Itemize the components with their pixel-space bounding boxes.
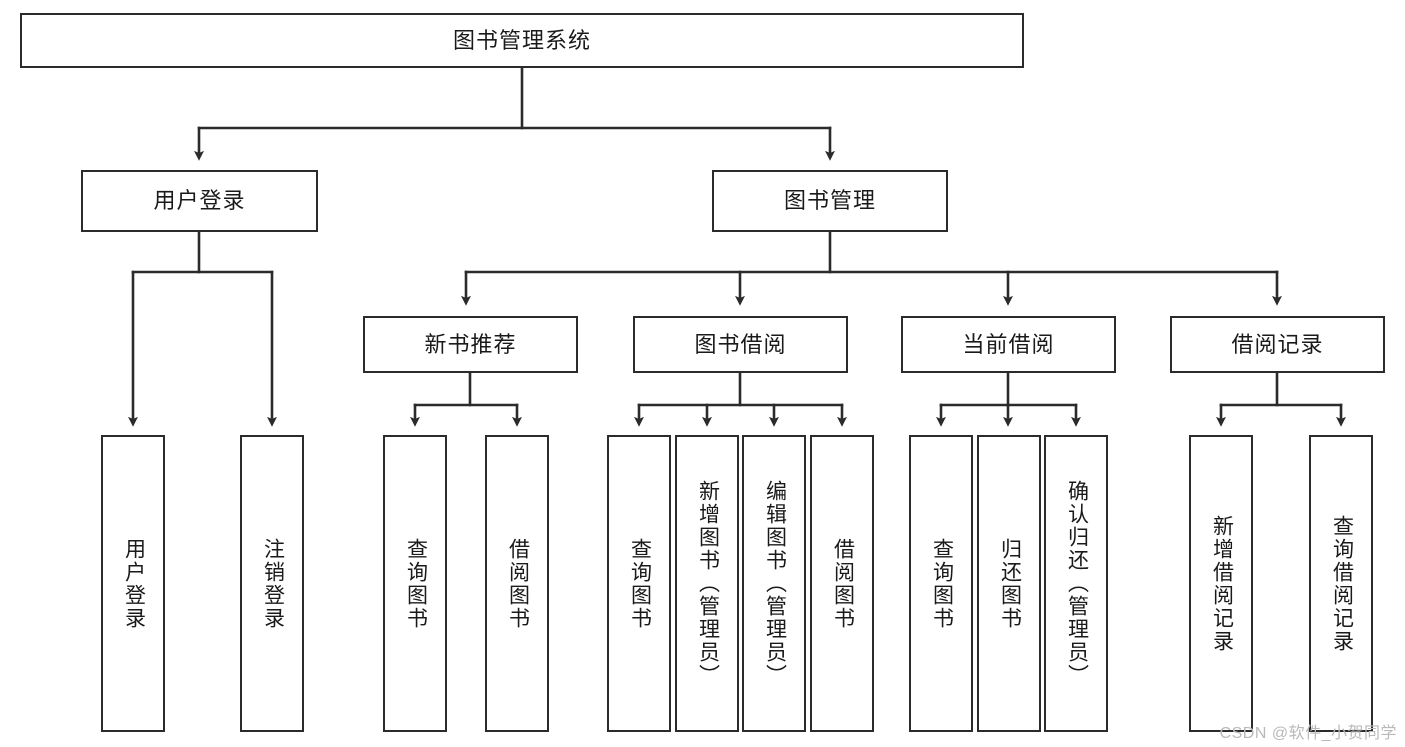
node-leaf-query-book-2[interactable]: 查询图书 (607, 435, 671, 732)
node-current-borrow[interactable]: 当前借阅 (901, 316, 1116, 373)
node-leaf-add-book-label: 新增图书（管理员） (696, 480, 720, 687)
node-leaf-query-record-label: 查询借阅记录 (1330, 514, 1354, 653)
node-current-borrow-label: 当前借阅 (962, 331, 1055, 357)
node-borrow-record[interactable]: 借阅记录 (1170, 316, 1385, 373)
node-leaf-user-login[interactable]: 用户登录 (101, 435, 165, 732)
node-leaf-query-book-2-label: 查询图书 (628, 537, 652, 630)
node-leaf-query-book-3-label: 查询图书 (930, 537, 954, 630)
node-book-manage[interactable]: 图书管理 (712, 170, 948, 232)
node-leaf-confirm-return-label: 确认归还（管理员） (1065, 480, 1089, 687)
node-book-borrow[interactable]: 图书借阅 (633, 316, 848, 373)
node-leaf-return-book-label: 归还图书 (998, 537, 1022, 630)
node-leaf-query-book-3[interactable]: 查询图书 (909, 435, 973, 732)
node-leaf-query-book-1[interactable]: 查询图书 (383, 435, 447, 732)
node-new-book-recommend-label: 新书推荐 (424, 331, 517, 357)
node-leaf-borrow-book-2[interactable]: 借阅图书 (810, 435, 874, 732)
node-leaf-query-book-1-label: 查询图书 (404, 537, 428, 630)
node-book-borrow-label: 图书借阅 (694, 331, 787, 357)
node-user-login[interactable]: 用户登录 (81, 170, 318, 232)
node-root[interactable]: 图书管理系统 (20, 13, 1024, 68)
node-leaf-user-login-label: 用户登录 (122, 537, 146, 630)
node-root-label: 图书管理系统 (452, 27, 591, 53)
node-book-manage-label: 图书管理 (783, 188, 876, 214)
node-leaf-borrow-book-2-label: 借阅图书 (831, 537, 855, 630)
node-leaf-add-book[interactable]: 新增图书（管理员） (675, 435, 739, 732)
node-borrow-record-label: 借阅记录 (1231, 331, 1324, 357)
node-leaf-return-book[interactable]: 归还图书 (977, 435, 1041, 732)
node-leaf-query-record[interactable]: 查询借阅记录 (1309, 435, 1373, 732)
node-leaf-confirm-return[interactable]: 确认归还（管理员） (1044, 435, 1108, 732)
node-user-login-label: 用户登录 (153, 188, 246, 214)
node-leaf-add-record-label: 新增借阅记录 (1210, 514, 1234, 653)
node-leaf-edit-book[interactable]: 编辑图书（管理员） (742, 435, 806, 732)
node-leaf-logout-login[interactable]: 注销登录 (240, 435, 304, 732)
watermark-text: CSDN @软件_小贺同学 (1219, 725, 1397, 742)
node-leaf-add-record[interactable]: 新增借阅记录 (1189, 435, 1253, 732)
node-leaf-borrow-book-1[interactable]: 借阅图书 (485, 435, 549, 732)
node-leaf-borrow-book-1-label: 借阅图书 (506, 537, 530, 630)
node-leaf-logout-login-label: 注销登录 (261, 537, 285, 630)
node-new-book-recommend[interactable]: 新书推荐 (363, 316, 578, 373)
node-leaf-edit-book-label: 编辑图书（管理员） (763, 480, 787, 687)
